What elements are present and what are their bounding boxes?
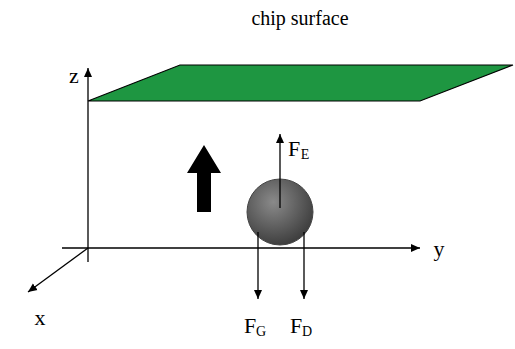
force-symbol: F xyxy=(288,138,300,160)
axis-label: x xyxy=(35,307,46,329)
axis-label: z xyxy=(69,65,79,87)
title-label: chip surface xyxy=(251,8,348,28)
force-subscript: G xyxy=(256,325,266,339)
force-arrow-g xyxy=(257,232,258,299)
force-subscript: E xyxy=(301,148,310,162)
force-subscript: D xyxy=(302,325,312,339)
y-axis xyxy=(62,247,420,248)
force-arrow-e xyxy=(279,134,280,208)
x-axis xyxy=(28,248,88,292)
force-symbol: F xyxy=(244,315,256,337)
motion-arrow xyxy=(187,145,221,212)
axis-label: y xyxy=(434,238,445,260)
force-arrow-d xyxy=(303,232,304,299)
chip-surface xyxy=(88,65,513,101)
force-symbol: F xyxy=(290,315,302,337)
z-axis xyxy=(87,68,88,262)
